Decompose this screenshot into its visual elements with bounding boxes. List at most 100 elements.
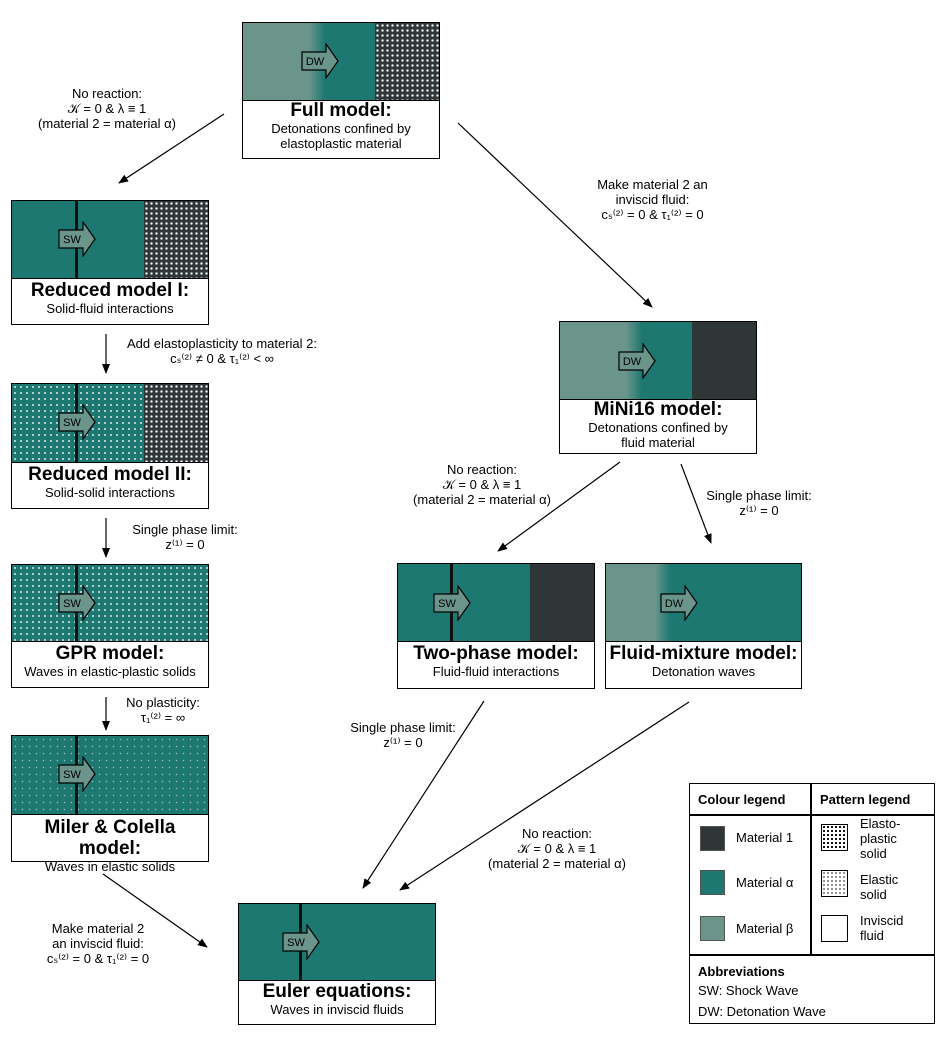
material-alpha-swatch (700, 870, 725, 895)
svg-text:DW: DW (665, 598, 684, 610)
svg-text:SW: SW (63, 417, 81, 429)
two-phase-model-box: SW Two-phase model: Fluid-fluid interact… (397, 563, 595, 689)
mini16-model-caption: MiNi16 model: Detonations confined by fl… (560, 397, 756, 453)
inviscid-pattern-swatch (821, 915, 848, 942)
reduced-model-1-box: SW Reduced model I: Solid-fluid interact… (11, 200, 209, 325)
reduced-model-1-visual: SW (12, 201, 208, 279)
mini16-model-visual: DW (560, 322, 756, 400)
shock-wave-arrow-icon: SW (433, 585, 471, 621)
material-1-fluid-region (692, 322, 756, 399)
fluid-mixture-model-box: DW Fluid-mixture model: Detonation waves (605, 563, 802, 689)
reduced-model-1-caption: Reduced model I: Solid-fluid interaction… (12, 278, 208, 324)
material-beta-label: Material β (736, 921, 794, 936)
mini16-model-subtitle-2: fluid material (621, 435, 695, 450)
two-phase-model-caption: Two-phase model: Fluid-fluid interaction… (398, 641, 594, 688)
elastoplastic-material-1-region (144, 201, 208, 278)
label-twophase-to-euler: Single phase limit: z⁽¹⁾ = 0 (350, 720, 456, 750)
mini16-model-subtitle-1: Detonations confined by (588, 420, 728, 435)
miler-colella-model-caption: Miler & Colella model: Waves in elastic … (12, 815, 208, 874)
gpr-model-visual: SW (12, 565, 208, 642)
legend-header-divider (690, 814, 934, 816)
reduced-model-1-title: Reduced model I: (30, 280, 190, 301)
full-model-caption: Full model: Detonations confined by elas… (243, 98, 439, 158)
full-model-visual: DW (243, 23, 439, 101)
arrow-mini16-to-fluidmix (680, 463, 712, 544)
full-model-title: Full model: (290, 100, 392, 121)
fluid-mixture-model-title: Fluid-mixture model: (609, 643, 798, 664)
gpr-model-box: SW GPR model: Waves in elastic-plastic s… (11, 564, 209, 688)
abbreviation-sw: SW: Shock Wave (698, 983, 799, 998)
svg-text:DW: DW (306, 56, 325, 68)
miler-colella-model-box: SW Miler & Colella model: Waves in elast… (11, 735, 209, 874)
label-mini16-to-fluidmix: Single phase limit: z⁽¹⁾ = 0 (706, 488, 812, 518)
svg-text:SW: SW (63, 234, 81, 246)
svg-text:SW: SW (63, 598, 81, 610)
material-1-swatch (700, 826, 725, 851)
euler-equations-box: SW Euler equations: Waves in inviscid fl… (238, 903, 436, 1025)
gpr-model-caption: GPR model: Waves in elastic-plastic soli… (12, 641, 208, 687)
euler-equations-visual: SW (239, 904, 435, 981)
svg-text:SW: SW (287, 937, 305, 949)
legend-box: Colour legend Pattern legend Material 1 … (689, 783, 935, 1024)
reduced-model-2-caption: Reduced model II: Solid-solid interactio… (12, 462, 208, 508)
reduced-model-2-visual: SW (12, 384, 208, 463)
arrow-fluidmix-to-euler (399, 701, 690, 891)
material-alpha-label: Material α (736, 875, 794, 890)
abbreviation-dw: DW: Detonation Wave (698, 1004, 826, 1019)
material-alpha-region (239, 904, 435, 980)
arrow-full-to-reduced1 (118, 113, 225, 184)
detonation-wave-arrow-icon: DW (301, 43, 339, 79)
miler-colella-model-subtitle: Waves in elastic solids (44, 859, 176, 874)
svg-text:DW: DW (623, 356, 642, 368)
shock-wave-arrow-icon: SW (58, 585, 96, 621)
elastic-material-alpha-region (12, 565, 208, 641)
elastic-material-alpha-region (12, 384, 144, 462)
label-gpr-to-miler: No plasticity: τ₁⁽²⁾ = ∞ (126, 695, 200, 725)
shock-wave-arrow-icon: SW (58, 221, 96, 257)
label-miler-to-euler: Make material 2 an inviscid fluid: cₛ⁽²⁾… (46, 921, 150, 966)
elastoplastic-pattern-swatch (821, 824, 848, 851)
pattern-legend-title: Pattern legend (820, 792, 911, 807)
full-model-subtitle-2: elastoplastic material (280, 136, 402, 151)
elastoplastic-material-1-region (144, 384, 208, 462)
arrow-mini16-to-twophase (497, 461, 621, 552)
material-beta-swatch (700, 916, 725, 941)
mini16-model-title: MiNi16 model: (593, 399, 723, 420)
euler-equations-subtitle: Waves in inviscid fluids (270, 1002, 404, 1017)
euler-equations-title: Euler equations: (262, 981, 412, 1002)
arrow-miler-to-euler (102, 873, 208, 948)
full-model-box: DW Full model: Detonations confined by e… (242, 22, 440, 159)
label-mini16-to-twophase: No reaction: 𝒦 = 0 & λ ≡ 1 (material 2 =… (413, 462, 551, 507)
label-full-to-reduced1: No reaction: 𝒦 = 0 & λ ≡ 1 (material 2 =… (38, 86, 176, 131)
mini16-model-box: DW MiNi16 model: Detonations confined by… (559, 321, 757, 454)
material-1-label: Material 1 (736, 830, 794, 845)
elastic-pattern-swatch (821, 870, 848, 897)
elastoplastic-material-1-region (375, 23, 439, 100)
label-reduced1-to-reduced2: Add elastoplasticity to material 2: cₛ⁽²… (126, 336, 318, 366)
shock-wave-arrow-icon: SW (282, 924, 320, 960)
full-model-subtitle-1: Detonations confined by (271, 121, 411, 136)
material-beta-to-alpha-region (606, 564, 801, 641)
material-1-fluid-region (530, 564, 594, 641)
arrow-twophase-to-euler (362, 700, 485, 889)
shock-wave-arrow-icon: SW (58, 756, 96, 792)
miler-colella-model-title: Miler & Colella model: (44, 817, 176, 859)
two-phase-model-subtitle: Fluid-fluid interactions (432, 664, 560, 679)
legend-column-divider (810, 784, 812, 954)
colour-legend-title: Colour legend (698, 792, 786, 807)
label-full-to-mini16: Make material 2 an inviscid fluid: cₛ⁽²⁾… (597, 177, 708, 222)
reduced-model-2-title: Reduced model II: (28, 464, 192, 485)
miler-colella-model-visual: SW (12, 736, 208, 815)
two-phase-model-visual: SW (398, 564, 594, 642)
gpr-model-title: GPR model: (55, 643, 165, 664)
two-phase-model-title: Two-phase model: (413, 643, 579, 664)
detonation-wave-arrow-icon: DW (618, 343, 656, 379)
reduced-model-2-subtitle: Solid-solid interactions (44, 485, 176, 500)
abbreviations-title: Abbreviations (698, 964, 785, 979)
label-fluidmix-to-euler: No reaction: 𝒦 = 0 & λ ≡ 1 (material 2 =… (488, 826, 626, 871)
gpr-model-subtitle: Waves in elastic-plastic solids (24, 664, 196, 679)
